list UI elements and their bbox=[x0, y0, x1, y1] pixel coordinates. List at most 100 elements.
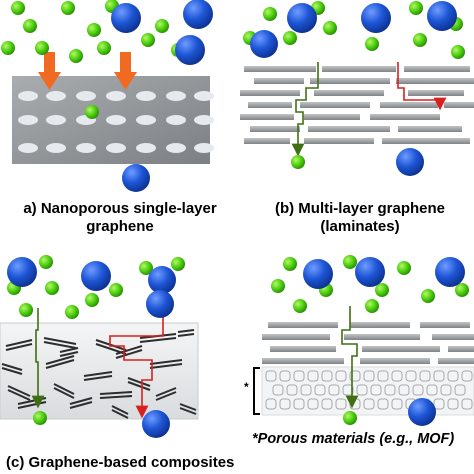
porous-cell bbox=[447, 370, 459, 382]
graphene-filler bbox=[5, 339, 33, 347]
blue-large-ion bbox=[427, 1, 457, 31]
green-small-ion bbox=[263, 7, 277, 21]
porous-cell bbox=[419, 370, 431, 382]
graphene-filler bbox=[127, 377, 151, 387]
green-small-ion bbox=[451, 45, 465, 59]
orange-down-arrow bbox=[38, 52, 61, 90]
green-path-arrow bbox=[341, 306, 359, 409]
green-small-ion bbox=[69, 49, 83, 63]
graphene-filler bbox=[177, 333, 195, 337]
nanopore bbox=[106, 143, 126, 153]
graphene-layer bbox=[396, 78, 474, 84]
green-small-ion bbox=[35, 41, 49, 55]
laminate-layers-b bbox=[240, 66, 474, 144]
panel-d-graphic bbox=[253, 255, 474, 426]
graphene-layer bbox=[300, 102, 370, 108]
porous-cell bbox=[321, 398, 333, 410]
porous-layer-bracket bbox=[253, 367, 260, 415]
blue-large-ion bbox=[396, 148, 424, 176]
blue-large-ion bbox=[142, 410, 170, 438]
porous-cell bbox=[307, 370, 319, 382]
nanopore bbox=[76, 91, 96, 101]
porous-cell bbox=[279, 398, 291, 410]
graphene-filler bbox=[177, 329, 195, 333]
green-small-ion bbox=[139, 261, 153, 275]
porous-cell bbox=[426, 384, 438, 396]
porous-cell bbox=[433, 398, 445, 410]
graphene-filler bbox=[127, 381, 151, 391]
green-path-arrow bbox=[291, 62, 319, 157]
graphene-filler bbox=[111, 409, 129, 419]
green-small-ion bbox=[283, 257, 297, 271]
porous-cell bbox=[300, 384, 312, 396]
blue-large-ion bbox=[146, 290, 174, 318]
nanopore bbox=[106, 115, 126, 125]
porous-cell bbox=[279, 370, 291, 382]
caption-panel-c: (c) Graphene-based composites bbox=[6, 454, 235, 471]
porous-cell bbox=[398, 384, 410, 396]
graphene-layer bbox=[240, 114, 294, 120]
caption-panel-b-line1: (b) Multi-layer graphene bbox=[274, 200, 446, 217]
porous-cell bbox=[321, 370, 333, 382]
green-small-ion bbox=[45, 281, 59, 295]
nanopore bbox=[136, 91, 156, 101]
porous-cell bbox=[447, 398, 459, 410]
graphene-filler bbox=[7, 389, 31, 401]
porous-cell bbox=[307, 398, 319, 410]
graphene-layer bbox=[254, 78, 304, 84]
graphene-filler bbox=[179, 407, 197, 415]
blue-large-ion bbox=[303, 259, 333, 289]
nanopore bbox=[18, 91, 38, 101]
green-small-ion bbox=[65, 305, 79, 319]
graphene-filler bbox=[83, 375, 113, 381]
nanopore bbox=[46, 91, 66, 101]
laminate-layers-d bbox=[262, 322, 474, 364]
porous-cell bbox=[293, 370, 305, 382]
nanopore bbox=[46, 115, 66, 125]
graphene-filler bbox=[43, 341, 77, 349]
blue-large-ion bbox=[361, 3, 391, 33]
blue-large-ion bbox=[250, 30, 278, 58]
blue-large-ion bbox=[7, 257, 37, 287]
nanopore bbox=[46, 143, 66, 153]
graphene-layer bbox=[244, 66, 316, 72]
green-small-ion bbox=[455, 283, 469, 297]
graphene-filler bbox=[115, 345, 143, 355]
graphene-filler bbox=[69, 401, 93, 409]
green-small-ion bbox=[1, 41, 15, 55]
graphene-filler bbox=[99, 391, 133, 395]
porous-cell bbox=[454, 384, 466, 396]
graphene-filler bbox=[149, 363, 183, 369]
caption-panel-a-line2: graphene bbox=[86, 218, 154, 235]
porous-cell bbox=[293, 398, 305, 410]
porous-cell bbox=[363, 398, 375, 410]
porous-cell bbox=[440, 384, 452, 396]
green-small-ion bbox=[343, 255, 357, 269]
graphene-filler bbox=[179, 403, 197, 411]
graphene-filler bbox=[149, 359, 183, 365]
porous-cell bbox=[391, 398, 403, 410]
green-small-ion bbox=[413, 33, 427, 47]
graphene-filler bbox=[139, 337, 177, 343]
panel-a-graphic bbox=[1, 0, 214, 192]
green-small-ion bbox=[283, 31, 297, 45]
graphene-filler bbox=[95, 339, 127, 351]
graphene-layer bbox=[250, 126, 300, 132]
graphene-filler bbox=[115, 349, 143, 359]
nanopore bbox=[194, 143, 214, 153]
graphene-filler bbox=[59, 347, 79, 353]
graphene-layer bbox=[408, 90, 464, 96]
graphene-filler bbox=[155, 387, 177, 397]
green-small-ion bbox=[85, 105, 99, 119]
porous-cell bbox=[384, 384, 396, 396]
graphene-layer bbox=[448, 346, 474, 352]
porous-cell bbox=[363, 370, 375, 382]
graphene-layer bbox=[420, 322, 470, 328]
nanopore bbox=[194, 115, 214, 125]
porous-cell bbox=[433, 370, 445, 382]
porous-cell bbox=[328, 384, 340, 396]
graphene-layer bbox=[262, 358, 344, 364]
graphene-layer bbox=[350, 322, 410, 328]
blue-large-ion bbox=[287, 3, 317, 33]
